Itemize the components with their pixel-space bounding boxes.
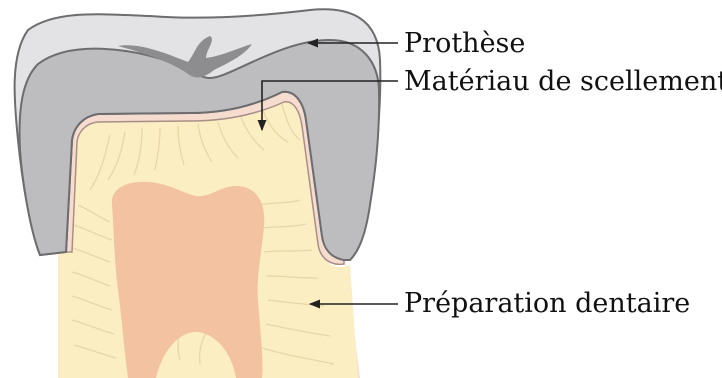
label-prosthesis: Prothèse	[404, 30, 525, 57]
label-preparation: Préparation dentaire	[404, 290, 690, 317]
label-cement: Matériau de scellement	[404, 68, 722, 95]
